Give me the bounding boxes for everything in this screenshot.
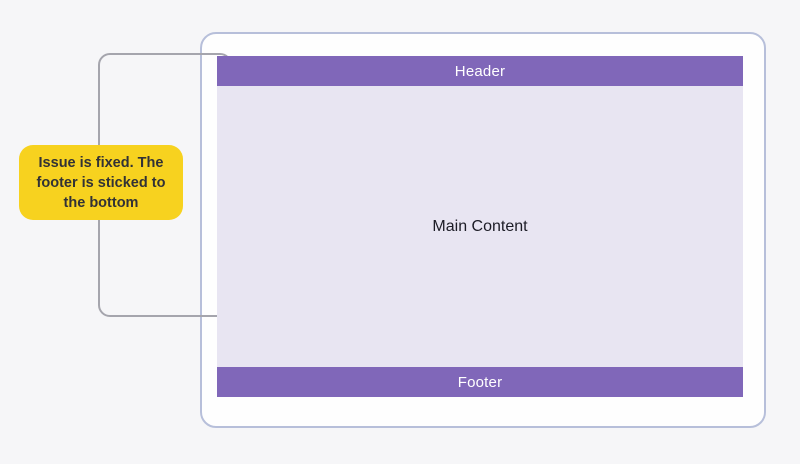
callout-text: Issue is fixed. The footer is sticked to…: [36, 154, 166, 211]
page-layout: Header Main Content Footer: [217, 56, 743, 397]
header-bar: Header: [217, 56, 743, 86]
footer-bar: Footer: [217, 367, 743, 397]
main-content-area: Main Content: [217, 86, 743, 367]
callout-note: Issue is fixed. The footer is sticked to…: [19, 145, 183, 220]
header-label: Header: [454, 62, 506, 80]
footer-label: Footer: [457, 373, 503, 391]
main-content-label: Main Content: [432, 217, 528, 235]
